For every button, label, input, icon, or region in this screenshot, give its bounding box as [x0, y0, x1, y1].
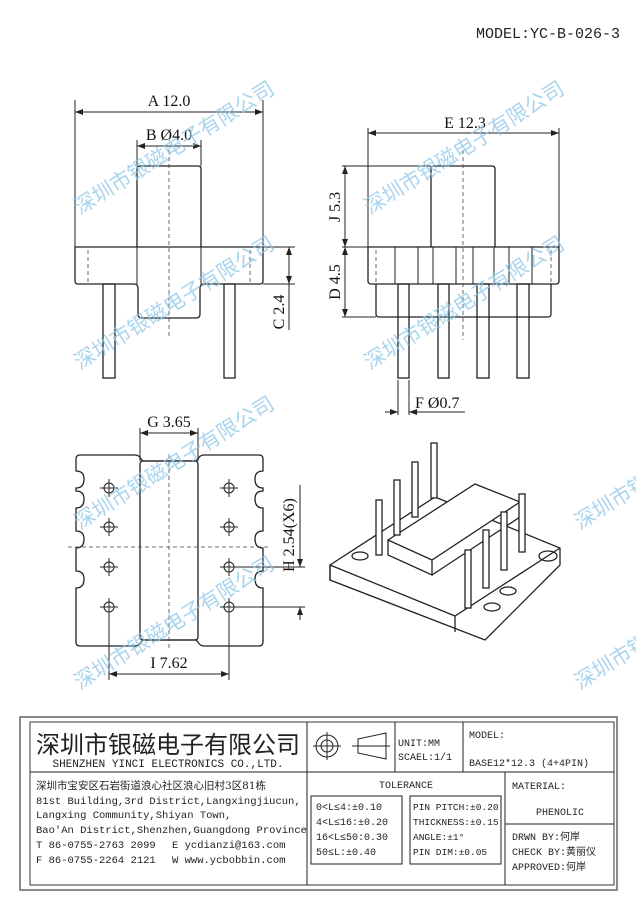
dim-b: B Ø4.0: [146, 127, 192, 144]
website: W www.ycbobbin.com: [172, 855, 285, 867]
dim-h: H 2.54(X6): [281, 498, 298, 572]
tolerance-item: 4<L≤16:±0.20: [316, 818, 388, 829]
svg-text:深圳市银磁电子有限公司: 深圳市银磁电子有限公司: [360, 76, 569, 219]
company-name-cn: 深圳市银磁电子有限公司: [36, 731, 300, 759]
telephone: T 86-0755-2763 2099: [36, 840, 156, 852]
dim-f: F Ø0.7: [415, 395, 459, 412]
svg-text:深圳市银磁电子有限公司: 深圳市银磁电子有限公司: [570, 551, 636, 694]
tolerance-item: 16<L≤50:0.30: [316, 833, 388, 844]
material-label: MATERIAL:: [512, 782, 566, 793]
svg-text:深圳市银磁电子有限公司: 深圳市银磁电子有限公司: [70, 231, 279, 374]
watermarks: 深圳市银磁电子有限公司 深圳市银磁电子有限公司 深圳市银磁电子有限公司 深圳市银…: [70, 76, 636, 694]
model-label: MODEL:: [469, 731, 505, 742]
dim-e: E 12.3: [444, 115, 486, 132]
tolerance-item: PIN PITCH:±0.20: [413, 802, 499, 813]
address-line: Langxing Community,Shiyan Town,: [36, 810, 231, 822]
checked-by: CHECK BY:黄丽仪: [512, 845, 596, 859]
dim-a: A 12.0: [148, 93, 191, 110]
address-line: Bao'An District,Shenzhen,Guangdong Provi…: [36, 825, 307, 837]
email: E ycdianzi@163.com: [172, 840, 285, 852]
svg-text:深圳市银磁电子有限公司: 深圳市银磁电子有限公司: [570, 391, 636, 534]
material-value: PHENOLIC: [536, 808, 584, 819]
dim-j: J 5.3: [327, 192, 344, 222]
svg-text:深圳市银磁电子有限公司: 深圳市银磁电子有限公司: [70, 551, 279, 694]
tolerance-item: ANGLE:±1°: [413, 832, 464, 843]
scale: SCAEL:1/1: [398, 752, 452, 764]
bottom-view: G 3.65 I 7.62 H 2.54(X6): [68, 414, 305, 680]
projection-symbol-icon: [313, 732, 390, 760]
dim-i: I 7.62: [150, 655, 187, 672]
dim-d: D 4.5: [327, 264, 344, 300]
pin-holes: [100, 479, 238, 616]
unit: UNIT:MM: [398, 739, 440, 750]
side-view: E 12.3 J 5.3 D 4.5 F Ø0.7: [327, 115, 560, 415]
isometric-view: [329, 442, 561, 641]
address-line: 81st Building,3rd District,Langxingjiucu…: [36, 796, 301, 808]
dim-g: G 3.65: [147, 414, 191, 431]
title-block: 深圳市银磁电子有限公司 SHENZHEN YINCI ELECTRONICS C…: [19, 716, 618, 891]
model-value: BASE12*12.3 (4+4PIN): [469, 758, 589, 770]
svg-text:深圳市银磁电子有限公司: 深圳市银磁电子有限公司: [360, 231, 569, 374]
drawn-by: DRWN BY:何岸: [512, 830, 580, 844]
tolerance-item: 50≤L:±0.40: [316, 848, 376, 859]
tolerance-item: PIN DIM:±0.05: [413, 847, 487, 858]
address-line: 深圳市宝安区石岩街道浪心社区浪心旧村3区81栋: [36, 779, 267, 792]
company-name-en: SHENZHEN YINCI ELECTRONICS CO.,LTD.: [52, 759, 283, 771]
tolerance-item: THICKNESS:±0.15: [413, 817, 499, 828]
model-header: MODEL:YC-B-026-3: [476, 26, 620, 43]
fax: F 86-0755-2264 2121: [36, 855, 156, 867]
approved-by: APPROVED:何岸: [512, 860, 586, 874]
tolerance-item: 0<L≤4:±0.10: [316, 803, 382, 814]
dim-c: C 2.4: [271, 295, 288, 330]
front-view: A 12.0 B Ø4.0 C 2.4: [74, 93, 295, 379]
tolerance-title: TOLERANCE: [379, 781, 433, 792]
svg-text:深圳市银磁电子有限公司: 深圳市银磁电子有限公司: [70, 391, 279, 534]
